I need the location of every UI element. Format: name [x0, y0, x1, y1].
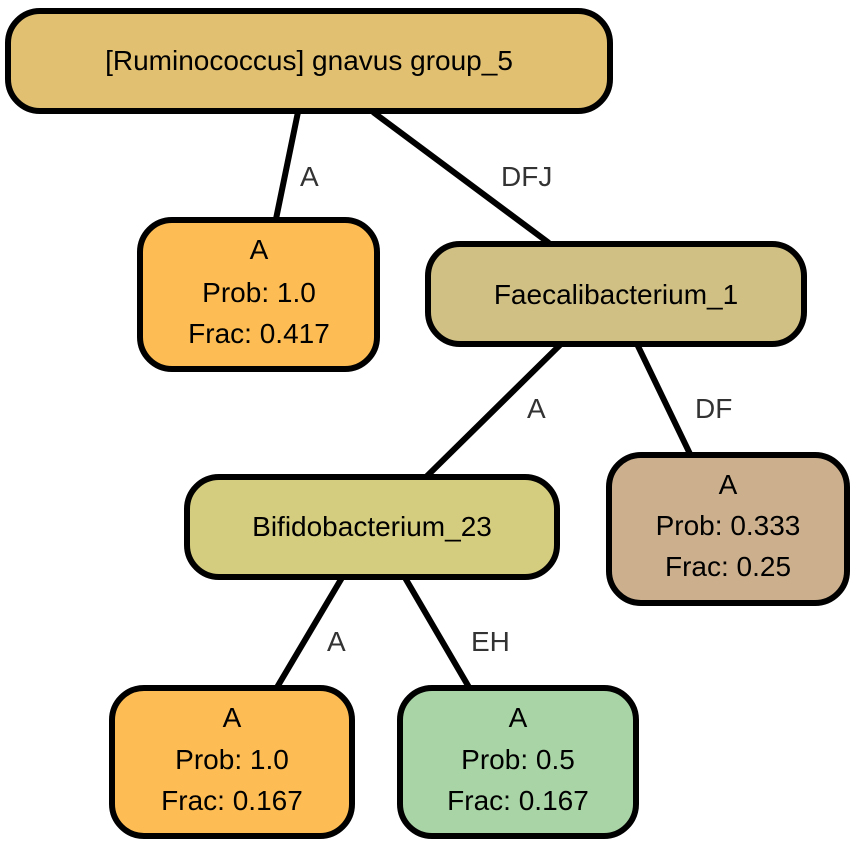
edge-label-bifidobacterium-to-leaf-eh: EH: [471, 626, 510, 657]
node-leaf-bifidobacterium-eh-line-1: A: [509, 702, 528, 733]
node-faecalibacterium-label: Faecalibacterium_1: [494, 279, 738, 310]
edge-label-root-to-leaf-a: A: [300, 161, 319, 192]
node-leaf-root-a: A Prob: 1.0 Frac: 0.417: [137, 217, 380, 372]
node-leaf-bifidobacterium-eh: A Prob: 0.5 Frac: 0.167: [397, 685, 639, 839]
node-leaf-faecalibacterium-df-box: [606, 452, 850, 606]
edge-bifidobacterium-to-leaf-a: [273, 574, 346, 691]
node-faecalibacterium-box: [425, 241, 807, 347]
node-leaf-bifidobacterium-eh-line-2: Prob: 0.5: [461, 744, 575, 775]
edge-faecalibacterium-to-bifidobacterium: [421, 341, 564, 482]
node-leaf-faecalibacterium-df-line-1: A: [719, 469, 738, 500]
node-leaf-faecalibacterium-df: A Prob: 0.333 Frac: 0.25: [606, 452, 850, 606]
node-bifidobacterium-label: Bifidobacterium_23: [252, 511, 492, 542]
node-leaf-faecalibacterium-df-line-3: Frac: 0.25: [665, 551, 791, 582]
node-leaf-bifidobacterium-eh-box: [397, 685, 639, 839]
node-faecalibacterium: Faecalibacterium_1: [425, 241, 807, 347]
node-leaf-root-a-line-3: Frac: 0.417: [188, 318, 330, 349]
node-root: [Ruminococcus] gnavus group_5: [5, 8, 613, 114]
edge-root-to-leaf-a: [273, 111, 301, 220]
node-bifidobacterium-box: [184, 474, 560, 580]
node-leaf-root-a-line-1: A: [250, 234, 269, 265]
node-leaf-bifidobacterium-a-line-2: Prob: 1.0: [175, 744, 289, 775]
node-leaf-bifidobacterium-a: A Prob: 1.0 Frac: 0.167: [109, 685, 355, 839]
node-leaf-bifidobacterium-a-line-1: A: [223, 702, 242, 733]
node-root-box: [5, 8, 613, 114]
edge-root-to-faecalibacterium: [371, 109, 551, 246]
node-root-label: [Ruminococcus] gnavus group_5: [105, 45, 513, 76]
edge-faecalibacterium-to-leaf-df: [634, 342, 694, 458]
node-leaf-root-a-box: [137, 217, 380, 372]
edge-bifidobacterium-to-leaf-eh: [401, 574, 473, 691]
node-leaf-bifidobacterium-a-box: [109, 685, 355, 839]
edges: A DFJ A DF A EH: [273, 109, 732, 691]
node-leaf-bifidobacterium-eh-line-3: Frac: 0.167: [447, 785, 589, 816]
edge-label-bifidobacterium-to-leaf-a: A: [327, 626, 346, 657]
node-leaf-bifidobacterium-a-line-3: Frac: 0.167: [161, 785, 303, 816]
edge-label-faecalibacterium-to-bifidobacterium: A: [527, 393, 546, 424]
edge-label-faecalibacterium-to-leaf-df: DF: [695, 393, 732, 424]
node-leaf-root-a-line-2: Prob: 1.0: [202, 277, 316, 308]
edge-label-root-to-faecalibacterium: DFJ: [501, 161, 552, 192]
node-leaf-faecalibacterium-df-line-2: Prob: 0.333: [656, 510, 801, 541]
node-bifidobacterium: Bifidobacterium_23: [184, 474, 560, 580]
